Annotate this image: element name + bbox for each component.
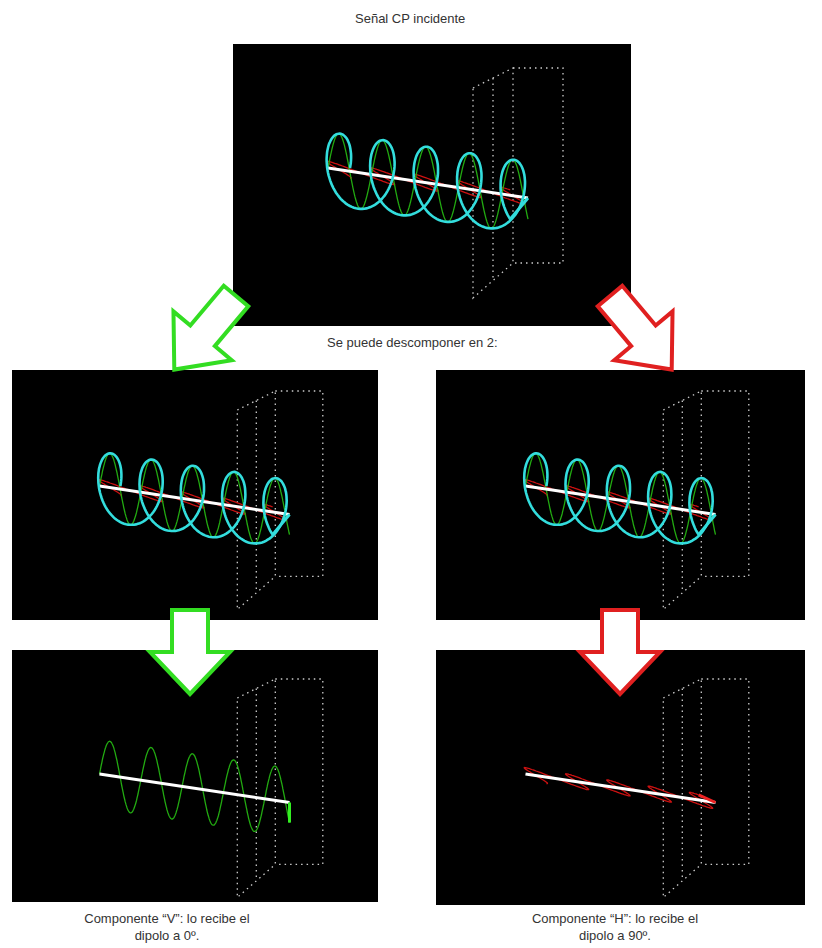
scene-incident bbox=[327, 68, 563, 298]
propagation-axis bbox=[526, 774, 716, 803]
green-arrow bbox=[150, 610, 230, 694]
scene-right-mid bbox=[524, 391, 749, 610]
propagation-axis bbox=[100, 774, 290, 803]
red-arrow bbox=[580, 610, 660, 694]
diagram-title: Señal CP incidente bbox=[352, 10, 468, 27]
propagation-axis bbox=[328, 168, 528, 198]
decomposition-note: Se puede descomponer en 2: bbox=[324, 334, 501, 351]
scene-right-bottom bbox=[524, 679, 749, 898]
dotted-frame bbox=[493, 68, 563, 280]
field-vector bbox=[699, 515, 716, 535]
red-arrow bbox=[581, 272, 701, 394]
caption-h: Componente “H”: lo recibe el dipolo a 90… bbox=[512, 910, 718, 944]
panel-incident bbox=[233, 44, 631, 326]
green-arrow bbox=[145, 272, 265, 394]
scene-left-bottom bbox=[100, 679, 323, 898]
field-vector bbox=[273, 515, 290, 535]
circular-polarization-helix bbox=[327, 134, 525, 229]
propagation-axis bbox=[526, 486, 716, 515]
field-vector bbox=[699, 795, 716, 803]
circular-polarization-helix bbox=[524, 453, 713, 543]
v-component-wave bbox=[100, 741, 290, 831]
caption-v: Componente “V”: lo recibe el dipolo a 0º… bbox=[64, 910, 270, 944]
scene-left-mid bbox=[98, 391, 323, 610]
propagation-axis bbox=[100, 486, 290, 515]
dotted-frame bbox=[256, 391, 323, 592]
circular-polarization-helix bbox=[98, 453, 287, 543]
dotted-frame bbox=[682, 391, 749, 592]
panel-left-mid bbox=[12, 370, 378, 620]
dotted-frame bbox=[256, 679, 323, 880]
dotted-frame bbox=[682, 679, 749, 880]
field-vector bbox=[510, 198, 528, 219]
panel-right-mid bbox=[436, 370, 805, 620]
field-vector bbox=[288, 803, 291, 823]
